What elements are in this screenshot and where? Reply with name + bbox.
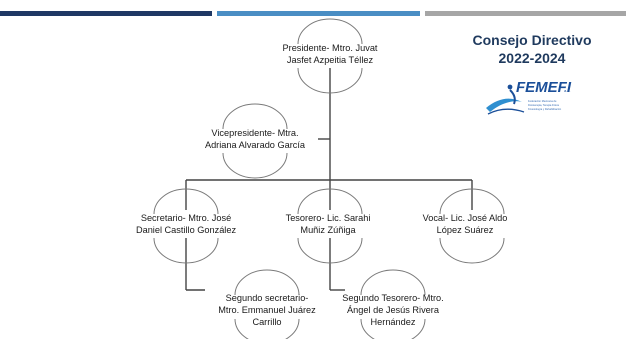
- node-vocal: Vocal- Lic. José Aldo López Suárez: [385, 212, 545, 236]
- org-chart-node-arcs: [153, 18, 505, 339]
- logo-suffix: a.c.: [564, 88, 570, 93]
- node-secretary-arc-top: [153, 188, 219, 215]
- council-title: Consejo Directivo: [472, 32, 592, 48]
- node-secretary: Secretario- Mtro. José Daniel Castillo G…: [106, 212, 266, 236]
- node-second-secretary-arc-bottom: [234, 318, 300, 339]
- node-vice-president: Vicepresidente- Mtra. Adriana Alvarado G…: [175, 127, 335, 151]
- node-president-line-1: Presidente- Mtro. Juvat: [282, 43, 378, 53]
- logo-swoosh-icon: [486, 98, 522, 112]
- logo-figure-body-icon: [509, 89, 516, 105]
- node-president-arc-top: [297, 18, 363, 45]
- node-second-secretary-arc-top: [234, 269, 300, 296]
- logo-tagline-3: Kinesiología y Rehabilitación: [528, 107, 562, 111]
- node-treasurer-arc-bottom: [297, 237, 363, 264]
- logo-figure-head-icon: [507, 84, 513, 90]
- node-treasurer-arc-top: [297, 188, 363, 215]
- header-bar-navy: [0, 11, 212, 16]
- node-treasurer-line-1: Tesorero- Lic. Sarahi: [285, 213, 371, 223]
- logo-tagline-2: Fisioterapia, Terapia Física: [528, 103, 560, 107]
- node-president-line-2: Jasfet Azpeitia Téllez: [286, 55, 374, 65]
- node-vice-president-arc-top: [222, 103, 288, 130]
- header-bar-gray: [425, 11, 626, 16]
- node-vocal-line-2: López Suárez: [436, 225, 494, 235]
- node-vice-president-arc-bottom: [222, 152, 288, 179]
- logo-tagline-1: Federación Mexicana de: [528, 99, 557, 103]
- node-second-treasurer-arc-top: [360, 269, 426, 296]
- node-vice-president-line-2: Adriana Alvarado García: [204, 140, 306, 150]
- org-chart-connectors: [185, 68, 473, 291]
- node-president: Presidente- Mtro. Juvat Jasfet Azpeitia …: [250, 42, 410, 66]
- node-president-arc-bottom: [297, 67, 363, 94]
- node-second-secretary: Segundo secretario- Mtro. Emmanuel Juáre…: [187, 292, 347, 328]
- node-second-treasurer-arc-bottom: [360, 318, 426, 339]
- logo-wave-icon: [487, 108, 525, 115]
- node-vocal-line-1: Vocal- Lic. José Aldo: [422, 213, 508, 223]
- node-second-secretary-line-1: Segundo secretario-: [225, 293, 309, 303]
- node-vice-president-line-1: Vicepresidente- Mtra.: [211, 128, 299, 138]
- node-secretary-arc-bottom: [153, 237, 219, 264]
- node-second-secretary-line-3: Carrillo: [252, 317, 282, 327]
- council-term: 2022-2024: [498, 50, 566, 66]
- node-second-secretary-line-2: Mtro. Emmanuel Juárez: [218, 305, 316, 315]
- node-second-treasurer-line-3: Hernández: [370, 317, 416, 327]
- femefi-logo: FEMEFI a.c. Federación Mexicana de Fisio…: [486, 79, 572, 115]
- node-vocal-arc-bottom: [439, 237, 505, 264]
- header-bar-blue: [217, 11, 420, 16]
- node-treasurer: Tesorero- Lic. Sarahi Muñiz Zúñiga: [248, 212, 408, 236]
- node-second-treasurer-line-1: Segundo Tesorero- Mtro.: [342, 293, 444, 303]
- logo-wordmark: FEMEFI: [516, 79, 572, 96]
- node-vocal-arc-top: [439, 188, 505, 215]
- node-secretary-line-2: Daniel Castillo González: [135, 225, 237, 235]
- node-second-treasurer: Segundo Tesorero- Mtro. Ángel de Jesús R…: [313, 292, 473, 328]
- node-second-treasurer-line-2: Ángel de Jesús Rivera: [347, 305, 439, 315]
- node-secretary-line-1: Secretario- Mtro. José: [140, 213, 232, 223]
- node-treasurer-line-2: Muñiz Zúñiga: [300, 225, 356, 235]
